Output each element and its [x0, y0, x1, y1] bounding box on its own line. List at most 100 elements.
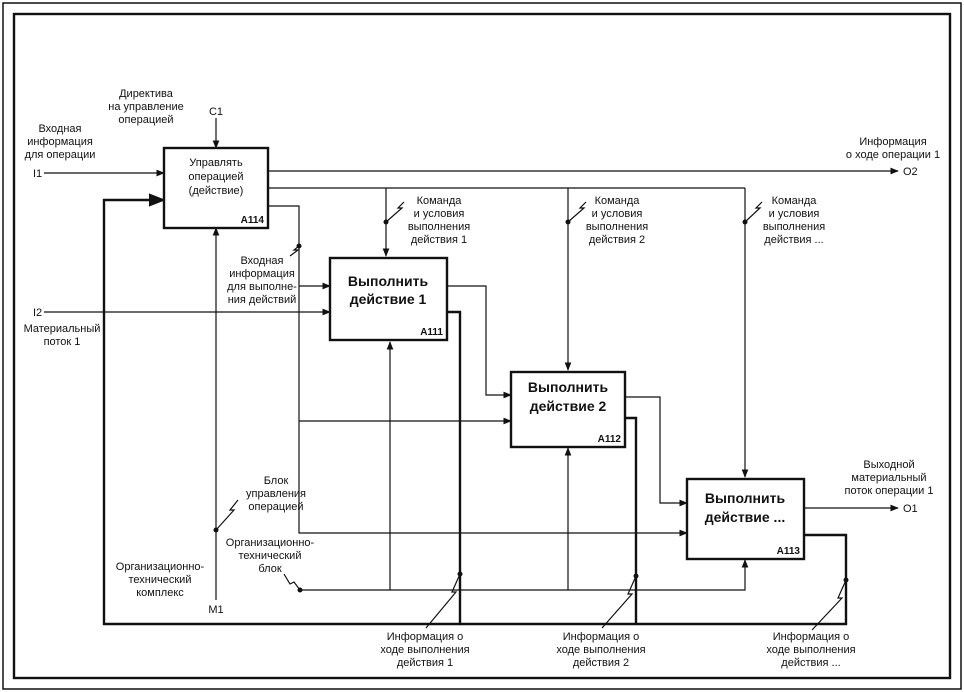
squiggle-progress2 — [601, 575, 637, 629]
box-a112-line2: действие 2 — [530, 398, 607, 414]
box-a114-line2: операцией — [188, 171, 243, 183]
svg-text:Информация о: Информация о — [563, 631, 640, 643]
box-a111[interactable]: Выполнить действие 1 A111 — [328, 256, 449, 342]
svg-text:управления: управления — [246, 488, 306, 500]
svg-text:блок: блок — [258, 563, 281, 575]
svg-text:Информация о: Информация о — [773, 631, 850, 643]
label-org-block: Организационно- технический блок — [226, 537, 315, 575]
label-output-material: Выходной материальный поток операции 1 — [845, 459, 934, 497]
svg-text:материальный: материальный — [851, 472, 926, 484]
svg-text:действия 2: действия 2 — [589, 234, 645, 246]
svg-text:и условия: и условия — [592, 208, 643, 220]
svg-text:действия 1: действия 1 — [411, 234, 467, 246]
svg-text:ния действий: ния действий — [228, 294, 297, 306]
svg-text:информация: информация — [27, 136, 93, 148]
label-input-actions: Входная информация для выполне- ния дейс… — [227, 255, 297, 306]
box-a114-id: A114 — [241, 215, 265, 226]
junction-dot — [457, 571, 463, 577]
label-material: Материальный поток 1 — [24, 323, 101, 348]
label-input-info: Входная информация для операции — [25, 123, 96, 161]
junction-dot — [565, 219, 571, 225]
box-a111-line2: действие 1 — [350, 291, 427, 307]
squiggle-cmd1 — [385, 201, 405, 223]
svg-text:о ходе операции 1: о ходе операции 1 — [846, 149, 940, 161]
svg-text:технический: технический — [129, 574, 192, 586]
svg-text:Выходной: Выходной — [863, 459, 914, 471]
svg-text:ходе выполнения: ходе выполнения — [556, 644, 645, 656]
svg-text:комплекс: комплекс — [136, 587, 184, 599]
svg-text:Команда: Команда — [772, 195, 818, 207]
arrow-feedback-a112 — [625, 416, 638, 624]
junction-dot — [296, 243, 302, 249]
box-a113[interactable]: Выполнить действие ... A113 — [685, 477, 806, 561]
arrow-a111-a112 — [447, 285, 512, 399]
svg-text:действия ...: действия ... — [781, 657, 840, 669]
svg-text:Организационно-: Организационно- — [116, 561, 205, 573]
code-i2: I2 — [33, 307, 42, 319]
box-a112-line1: Выполнить — [528, 379, 609, 395]
svg-text:действия ...: действия ... — [764, 234, 823, 246]
squiggle-org-block — [283, 573, 301, 591]
svg-text:Входная: Входная — [240, 255, 283, 267]
label-progress3: Информация о ходе выполнения действия ..… — [766, 631, 855, 669]
code-c1: C1 — [209, 106, 223, 118]
inner-frame — [12, 12, 952, 680]
box-a113-id: A113 — [777, 546, 801, 557]
svg-text:Команда: Команда — [595, 195, 641, 207]
svg-text:операцией: операцией — [248, 501, 303, 513]
junction-dot — [843, 577, 849, 583]
svg-text:операцией: операцией — [118, 114, 173, 126]
svg-text:информация: информация — [229, 268, 295, 280]
svg-text:Организационно-: Организационно- — [226, 537, 315, 549]
arrows — [44, 118, 899, 631]
label-directive: Директива на управление операцией — [108, 88, 183, 126]
svg-text:поток операции 1: поток операции 1 — [845, 485, 934, 497]
arrow-a112-a113 — [625, 396, 688, 507]
squiggle-control-block — [215, 499, 239, 531]
svg-text:и условия: и условия — [769, 208, 820, 220]
box-a111-line1: Выполнить — [348, 273, 429, 289]
label-org-complex: Организационно- технический комплекс — [116, 561, 205, 599]
svg-text:на управление: на управление — [108, 101, 183, 113]
box-a112-id: A112 — [598, 434, 622, 445]
svg-text:технический: технический — [239, 550, 302, 562]
junction-dot — [633, 573, 639, 579]
label-control-block: Блок управления операцией — [246, 475, 306, 513]
svg-text:выполнения: выполнения — [586, 221, 648, 233]
svg-text:Входная: Входная — [38, 123, 81, 135]
svg-text:для операции: для операции — [25, 149, 96, 161]
squiggle-cmd3 — [744, 201, 763, 223]
code-o1: O1 — [903, 503, 918, 515]
arrow-feedback-a111 — [102, 193, 462, 626]
label-progress1: Информация о ходе выполнения действия 1 — [380, 631, 469, 669]
code-o2: O2 — [903, 166, 918, 178]
arrow-org-a113 — [300, 559, 749, 591]
box-a114[interactable]: Управлять операцией (действие) A114 — [162, 146, 270, 230]
box-a114-line3: (действие) — [189, 185, 244, 197]
svg-text:поток 1: поток 1 — [44, 336, 81, 348]
arrow-input-actions-a113 — [268, 205, 688, 537]
svg-text:выполнения: выполнения — [408, 221, 470, 233]
svg-text:Директива: Директива — [119, 88, 174, 100]
label-cmd3: Команда и условия выполнения действия ..… — [763, 195, 825, 246]
svg-text:ходе выполнения: ходе выполнения — [766, 644, 855, 656]
junction-dot — [383, 219, 389, 225]
svg-text:Информация: Информация — [859, 136, 926, 148]
svg-text:Команда: Команда — [417, 195, 463, 207]
junction-dot — [297, 587, 303, 593]
code-i1: I1 — [33, 168, 42, 180]
label-info-out: Информация о ходе операции 1 — [846, 136, 940, 161]
label-cmd2: Команда и условия выполнения действия 2 — [586, 195, 648, 246]
svg-text:Материальный: Материальный — [24, 323, 101, 335]
squiggle-input-actions — [289, 245, 300, 257]
box-a114-line1: Управлять — [189, 157, 243, 169]
label-progress2: Информация о ходе выполнения действия 2 — [556, 631, 645, 669]
squiggle-progress1 — [425, 573, 461, 629]
code-m1: M1 — [208, 604, 223, 616]
label-cmd1: Команда и условия выполнения действия 1 — [408, 195, 470, 246]
junction-dot — [213, 527, 219, 533]
svg-text:и условия: и условия — [414, 208, 465, 220]
box-a112[interactable]: Выполнить действие 2 A112 — [509, 370, 627, 449]
